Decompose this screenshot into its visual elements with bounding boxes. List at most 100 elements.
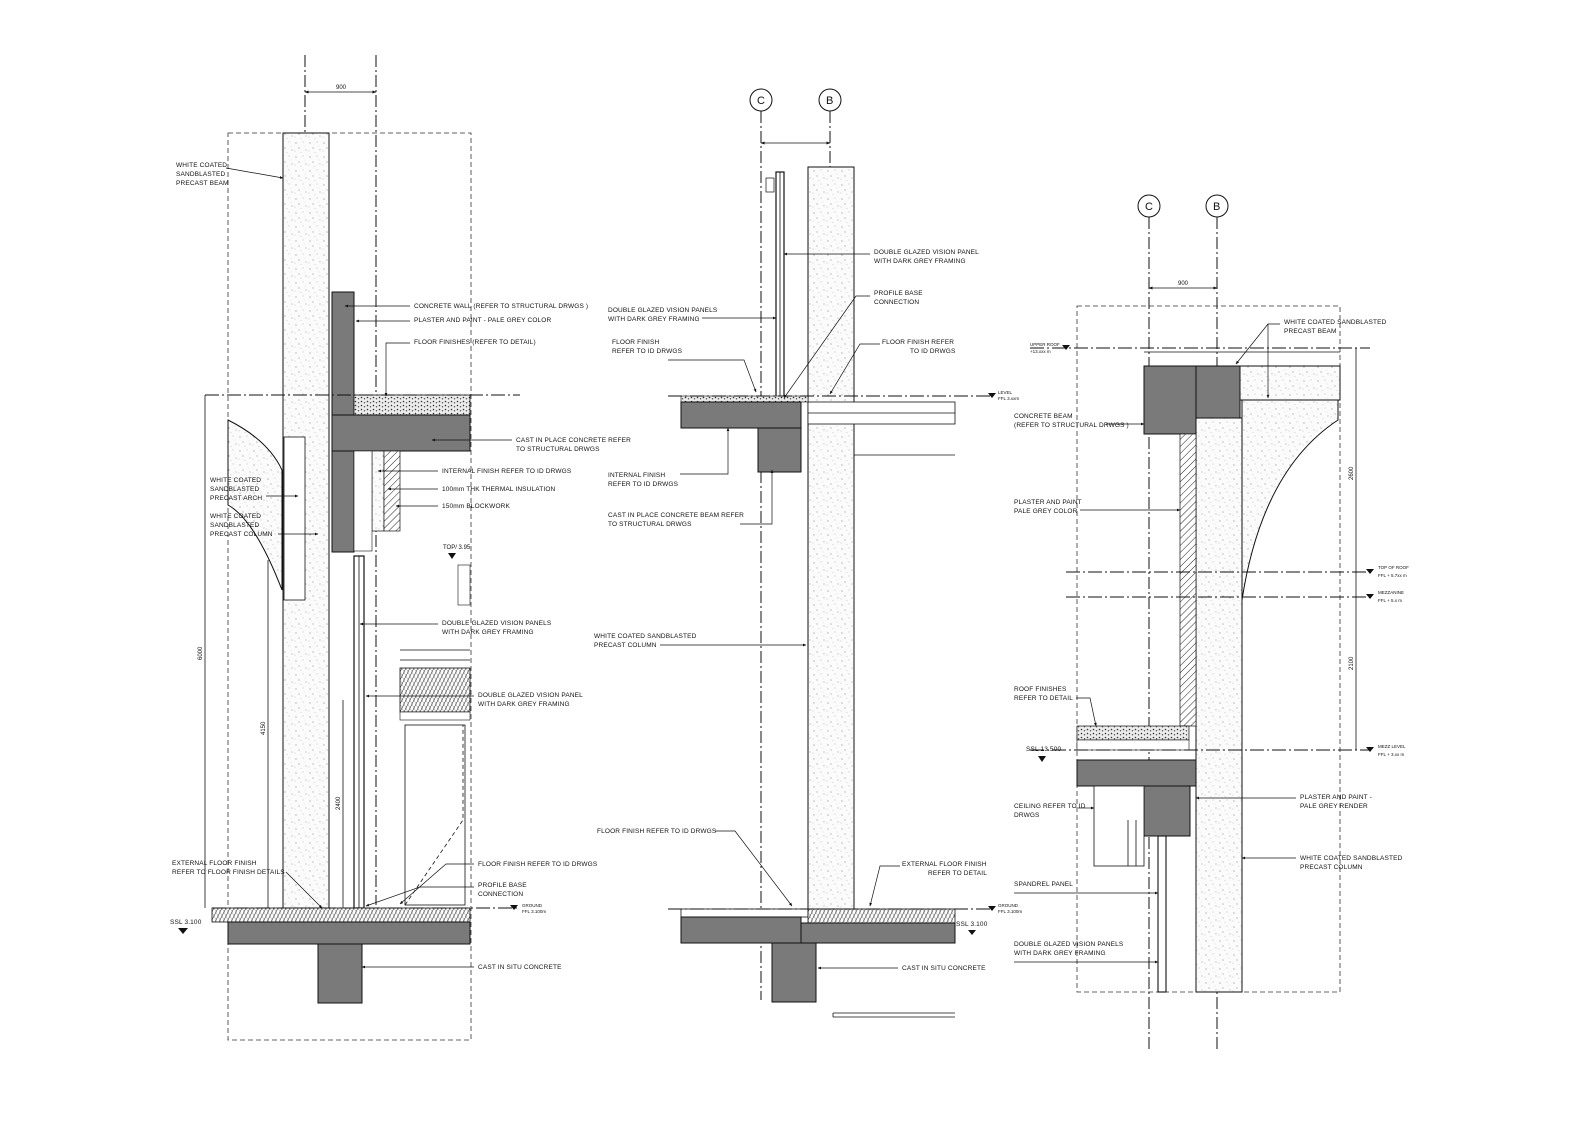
left-precast-arch (227, 419, 283, 591)
svg-text:PLASTER AND PAINT - PALE GREY: PLASTER AND PAINT - PALE GREY COLOR (414, 317, 551, 324)
svg-text:WHITE COATED SANDBLASTED: WHITE COATED SANDBLASTED (1284, 319, 1387, 326)
svg-text:PRECAST COLUMN: PRECAST COLUMN (210, 531, 273, 538)
svg-text:CONNECTION: CONNECTION (874, 299, 919, 306)
svg-text:(REFER TO STRUCTURAL DRWGS ): (REFER TO STRUCTURAL DRWGS ) (1014, 422, 1129, 429)
right-label-plaster: PLASTER AND PAINT PALE GREY COLOR (1014, 499, 1181, 515)
left-label-external-floor: EXTERNAL FLOOR FINISH REFER TO FLOOR FIN… (172, 860, 323, 909)
left-label-floor-finishes: FLOOR FINISHES (REFER TO DETAIL) (384, 339, 536, 397)
svg-text:DOUBLE GLAZED VISION PANEL: DOUBLE GLAZED VISION PANEL (478, 692, 583, 699)
svg-text:FFL 3.100m: FFL 3.100m (522, 909, 546, 914)
middle-grid-c: C (757, 95, 765, 107)
middle-label-glazed-panels: DOUBLE GLAZED VISION PANELS WITH DARK GR… (608, 307, 777, 323)
left-label-cast-in-place: CAST IN PLACE CONCRETE REFER TO STRUCTUR… (431, 437, 631, 453)
middle-section: C B LEVEL FFL 3.xxm SSL 3.100 GROUN (594, 88, 1022, 1018)
left-level-top: TOP/ 3.95 (443, 545, 471, 551)
svg-text:FFL 3.100m: FFL 3.100m (998, 909, 1022, 914)
svg-text:PLASTER AND PAINT -: PLASTER AND PAINT - (1300, 794, 1372, 801)
svg-text:TO STRUCTURAL DRWGS: TO STRUCTURAL DRWGS (516, 446, 600, 453)
svg-text:+13.xxx m: +13.xxx m (1030, 349, 1051, 354)
svg-text:INTERNAL FINISH REFER TO ID D: INTERNAL FINISH REFER TO ID DRWGS (442, 468, 572, 475)
middle-precast-column (807, 166, 855, 910)
svg-text:LEVEL: LEVEL (998, 390, 1013, 395)
left-label-internal-finish: INTERNAL FINISH REFER TO ID DRWGS (377, 468, 572, 475)
svg-text:EXTERNAL FLOOR FINISH: EXTERNAL FLOOR FINISH (172, 860, 257, 867)
right-label-concrete-beam: CONCRETE BEAM (REFER TO STRUCTURAL DRWGS… (1014, 413, 1145, 429)
left-label-glazed-panel: DOUBLE GLAZED VISION PANEL WITH DARK GRE… (365, 692, 583, 708)
left-label-glazed-panels: DOUBLE GLAZED VISION PANELS WITH DARK GR… (359, 620, 552, 636)
middle-label-cast-in-situ: CAST IN SITU CONCRETE (817, 965, 986, 972)
left-dim-6000: 6000 (198, 646, 204, 660)
svg-text:TO ID DRWGS: TO ID DRWGS (910, 348, 956, 355)
svg-text:SANDBLASTED: SANDBLASTED (210, 486, 259, 493)
svg-text:WITH DARK GREY FRAMING: WITH DARK GREY FRAMING (874, 258, 966, 265)
svg-text:REFER TO FLOOR FINISH DETAILS: REFER TO FLOOR FINISH DETAILS (172, 869, 285, 876)
svg-text:PRECAST BEAM: PRECAST BEAM (1284, 328, 1337, 335)
svg-text:EXTERNAL FLOOR FINISH: EXTERNAL FLOOR FINISH (902, 861, 987, 868)
svg-text:DRWGS: DRWGS (1014, 812, 1040, 819)
middle-label-glazed-panel: DOUBLE GLAZED VISION PANEL WITH DARK GRE… (783, 249, 979, 265)
svg-text:150mm BLOCKWORK: 150mm BLOCKWORK (442, 503, 511, 510)
right-section: C B 900 UPPER ROOF (1014, 194, 1409, 1050)
svg-text:ROOF FINISHES: ROOF FINISHES (1014, 686, 1067, 693)
left-label-cast-in-situ: CAST IN SITU CONCRETE (361, 964, 562, 971)
svg-text:DOUBLE GLAZED VISION PANELS: DOUBLE GLAZED VISION PANELS (1014, 941, 1124, 948)
left-boundary (227, 132, 472, 1041)
right-grid-b: B (1213, 201, 1220, 213)
svg-text:FLOOR FINISH REFER TO ID DRWG: FLOOR FINISH REFER TO ID DRWGS (478, 861, 598, 868)
right-dim-top: 900 (1178, 281, 1189, 287)
middle-footing (771, 942, 817, 1003)
svg-text:CAST IN PLACE CONCRETE REFER: CAST IN PLACE CONCRETE REFER (516, 437, 631, 444)
svg-text:FFL + 5.x m: FFL + 5.x m (1378, 598, 1402, 603)
middle-slab (680, 401, 802, 429)
right-precast-column (1195, 417, 1243, 993)
left-dim-2400: 2400 (336, 796, 342, 810)
svg-text:DOUBLE GLAZED VISION PANELS: DOUBLE GLAZED VISION PANELS (442, 620, 552, 627)
svg-text:FLOOR FINISH REFER TO ID DRWG: FLOOR FINISH REFER TO ID DRWGS (597, 828, 717, 835)
svg-text:SANDBLASTED: SANDBLASTED (176, 171, 225, 178)
svg-text:PRECAST BEAM: PRECAST BEAM (176, 180, 229, 187)
svg-text:PLASTER AND PAINT: PLASTER AND PAINT (1014, 499, 1082, 506)
svg-text:MEZZANINE: MEZZANINE (1378, 590, 1404, 595)
left-label-insulation: 100mm THK THERMAL INSULATION (387, 486, 555, 493)
right-label-plaster-render: PLASTER AND PAINT - PALE GREY RENDER (1195, 794, 1372, 810)
left-label-plaster: PLASTER AND PAINT - PALE GREY COLOR (355, 317, 551, 324)
left-footing (317, 943, 363, 1004)
middle-label-floor-finish-left: FLOOR FINISH REFER TO ID DRWGS (612, 339, 757, 393)
svg-text:TOP OF ROOF: TOP OF ROOF (1378, 565, 1409, 570)
right-label-roof-finishes: ROOF FINISHES REFER TO DETAIL (1014, 686, 1097, 727)
svg-text:WHITE COATED: WHITE COATED (210, 477, 261, 484)
svg-text:PRECAST COLUMN: PRECAST COLUMN (594, 642, 657, 649)
left-level-ssl: SSL 3.100 (170, 919, 202, 926)
middle-label-floor-finish-id: FLOOR FINISH REFER TO ID DRWGS (597, 828, 793, 907)
right-precast-arch (1241, 399, 1339, 601)
svg-text:REFER TO ID DRWGS: REFER TO ID DRWGS (608, 481, 679, 488)
svg-text:REFER TO DETAIL: REFER TO DETAIL (928, 870, 987, 877)
right-precast-beam (1239, 365, 1341, 401)
left-dim-top: 900 (336, 85, 347, 91)
svg-text:TO STRUCTURAL DRWGS: TO STRUCTURAL DRWGS (608, 521, 692, 528)
svg-text:WITH DARK GREY FRAMING: WITH DARK GREY FRAMING (608, 316, 700, 323)
middle-beam (757, 427, 802, 473)
left-label-blockwork: 150mm BLOCKWORK (395, 503, 511, 510)
svg-text:SANDBLASTED: SANDBLASTED (210, 522, 259, 529)
svg-text:CONCRETE WALL (REFER TO STRUC: CONCRETE WALL (REFER TO STRUCTURAL DRWGS… (414, 303, 588, 310)
middle-label-column: WHITE COATED SANDBLASTED PRECAST COLUMN (594, 633, 807, 649)
svg-text:FLOOR FINISH: FLOOR FINISH (612, 339, 659, 346)
right-label-glazed-panels: DOUBLE GLAZED VISION PANELS WITH DARK GR… (1014, 941, 1159, 964)
left-label-column: WHITE COATED SANDBLASTED PRECAST COLUMN (210, 513, 319, 538)
middle-grid-b: B (826, 95, 833, 107)
svg-text:CAST IN SITU CONCRETE: CAST IN SITU CONCRETE (902, 965, 986, 972)
svg-text:PRECAST ARCH: PRECAST ARCH (210, 495, 262, 502)
svg-text:CEILING REFER TO ID: CEILING REFER TO ID (1014, 803, 1086, 810)
left-floor-finish (353, 394, 471, 416)
middle-ground-slab (680, 916, 802, 944)
svg-text:CAST IN SITU CONCRETE: CAST IN SITU CONCRETE (478, 964, 562, 971)
right-grid-c: C (1145, 201, 1153, 213)
middle-label-internal-finish: INTERNAL FINISH REFER TO ID DRWGS (608, 427, 730, 488)
right-dim-2600: 2600 (1349, 466, 1355, 480)
svg-text:REFER TO DETAIL: REFER TO DETAIL (1014, 695, 1073, 702)
svg-text:WHITE COATED: WHITE COATED (176, 162, 227, 169)
right-plaster-strip (1179, 433, 1197, 727)
svg-text:PALE GREY COLOR: PALE GREY COLOR (1014, 508, 1078, 515)
